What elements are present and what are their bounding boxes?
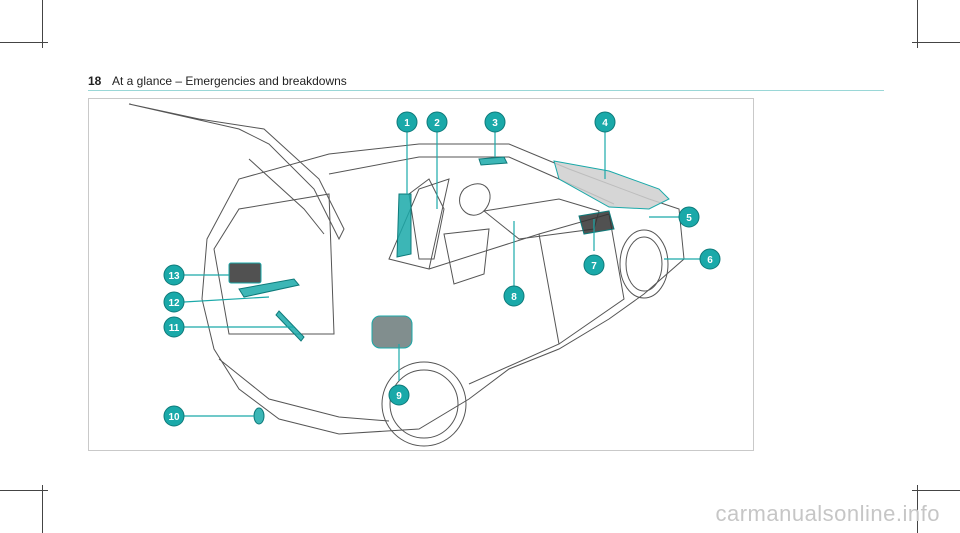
bumper	[218, 358, 390, 422]
crop-mark	[42, 0, 43, 48]
fuse-box	[578, 210, 615, 235]
warning-triangle	[238, 278, 300, 298]
cargo-opening	[213, 193, 335, 335]
callout-9: 9	[396, 391, 402, 402]
callout-3: 3	[492, 118, 498, 129]
header-rule	[88, 90, 884, 91]
tow-hook	[275, 310, 305, 342]
crop-mark	[0, 42, 48, 43]
callout-4: 4	[602, 118, 608, 129]
door-line-2	[538, 213, 625, 345]
crop-mark	[912, 490, 960, 491]
first-aid-kit	[228, 262, 262, 284]
vehicle-overview-figure: 1 2 3 4 5 6 7 8 9 10 11 12 13	[88, 98, 754, 451]
callout-12: 12	[168, 298, 180, 309]
car-cutaway-illustration: 1 2 3 4 5 6 7 8 9 10 11 12 13	[128, 103, 721, 447]
front-tow-point	[253, 407, 265, 425]
callout-1: 1	[404, 118, 410, 129]
crop-mark	[912, 42, 960, 43]
fuel-flap	[371, 315, 413, 349]
seat-2	[443, 228, 490, 285]
overhead-light	[478, 156, 508, 166]
crop-mark	[42, 485, 43, 533]
page-header: 18 At a glance – Emergencies and breakdo…	[88, 72, 884, 90]
running-head: At a glance – Emergencies and breakdowns	[112, 74, 347, 88]
callout-6: 6	[707, 255, 713, 266]
callout-7: 7	[591, 261, 597, 272]
crop-mark	[0, 490, 48, 491]
tailgate-outline	[128, 103, 345, 241]
tyre-fit-kit	[396, 193, 412, 258]
callout-11: 11	[169, 323, 180, 334]
bonnet-highlight	[553, 160, 670, 210]
callout-8: 8	[511, 292, 517, 303]
tailgate-inner	[248, 158, 325, 235]
car-body-outline	[201, 143, 685, 435]
callout-10: 10	[168, 412, 180, 423]
callout-13: 13	[168, 271, 180, 282]
door-line	[428, 233, 560, 385]
rear-wheel	[381, 361, 467, 447]
crop-mark	[917, 485, 918, 533]
watermark: carmanualsonline.info	[715, 501, 940, 526]
crop-mark	[917, 0, 918, 48]
seat	[408, 178, 445, 260]
callout-2: 2	[434, 118, 440, 129]
page-number: 18	[88, 74, 102, 88]
callout-5: 5	[686, 213, 692, 224]
front-wheel	[619, 229, 669, 299]
